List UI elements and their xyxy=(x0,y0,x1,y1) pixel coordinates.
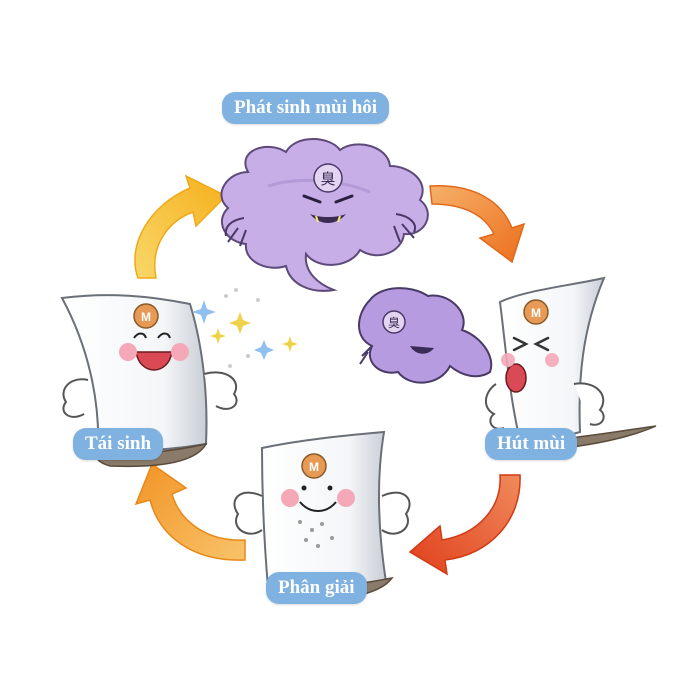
odor-wisp: 臭 xyxy=(358,287,493,384)
paper-badge xyxy=(133,303,159,329)
svg-text:臭: 臭 xyxy=(388,315,400,330)
step-label-absorption: Hút mùi xyxy=(485,428,578,460)
odor-cloud: 臭 xyxy=(220,138,429,292)
svg-text:M: M xyxy=(141,310,151,324)
odor-badge xyxy=(313,163,343,193)
sparkles xyxy=(192,288,298,368)
arrow-to-regenerate xyxy=(134,462,246,561)
step-label-regeneration: Tái sinh xyxy=(73,428,164,460)
paper-absorbing: M xyxy=(485,276,657,453)
paper-badge xyxy=(523,299,549,325)
paper-happy: M xyxy=(60,294,238,468)
paper-badge xyxy=(301,453,327,479)
step-label-odor-generation: Phát sinh mùi hôi xyxy=(222,92,390,124)
svg-text:M: M xyxy=(531,306,541,320)
arrow-to-decompose xyxy=(408,474,521,576)
arrow-to-absorb xyxy=(429,185,526,264)
step-label-decomposition: Phân giải xyxy=(266,572,367,604)
odor-glyph: 臭 xyxy=(320,170,335,188)
svg-text:M: M xyxy=(309,460,319,474)
arrow-to-odor xyxy=(134,174,228,279)
